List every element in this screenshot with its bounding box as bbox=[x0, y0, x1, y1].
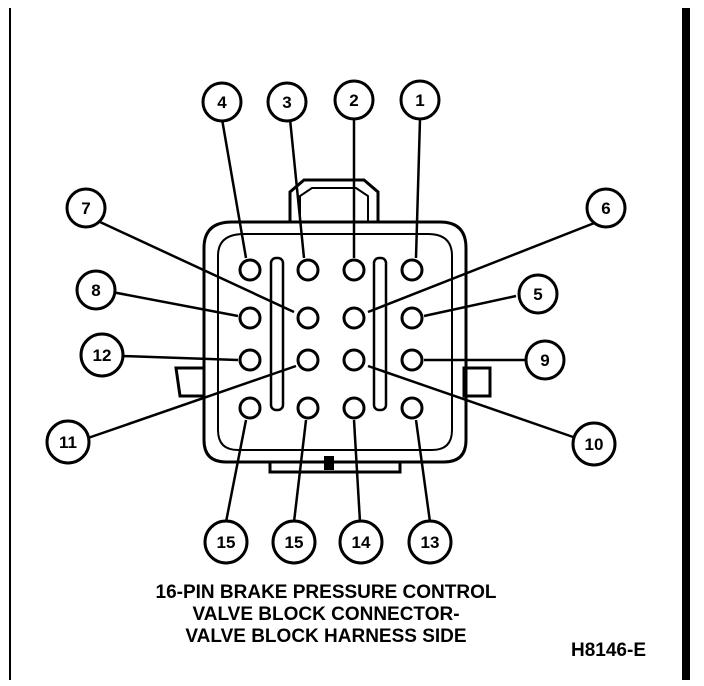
pin-socket bbox=[238, 396, 262, 420]
svg-text:3: 3 bbox=[282, 93, 291, 112]
svg-text:15: 15 bbox=[285, 533, 304, 552]
pin-callout-15b: 15 bbox=[271, 519, 317, 565]
pin-callout-13: 13 bbox=[407, 519, 453, 565]
right-border-bar bbox=[682, 8, 690, 680]
pin-callout-9: 9 bbox=[524, 339, 566, 381]
pin-socket bbox=[400, 396, 424, 420]
pin-callout-5: 5 bbox=[517, 273, 559, 315]
pin-callout-11: 11 bbox=[45, 419, 91, 465]
leader-lines bbox=[87, 118, 603, 523]
svg-text:13: 13 bbox=[421, 533, 440, 552]
svg-text:6: 6 bbox=[601, 199, 610, 218]
pin-socket bbox=[296, 306, 320, 330]
pin-socket bbox=[238, 306, 262, 330]
pin-sockets bbox=[238, 258, 424, 420]
svg-text:1: 1 bbox=[415, 91, 424, 110]
svg-text:10: 10 bbox=[585, 435, 604, 454]
pin-socket bbox=[342, 396, 366, 420]
pin-callout-6: 6 bbox=[585, 187, 627, 229]
pin-callout-7: 7 bbox=[65, 187, 107, 229]
caption-line-2: VALVE BLOCK CONNECTOR- bbox=[192, 604, 459, 625]
svg-text:7: 7 bbox=[81, 199, 90, 218]
pin-socket bbox=[296, 258, 320, 282]
figure-id: H8146-E bbox=[571, 640, 646, 661]
pin-callout-10: 10 bbox=[571, 421, 617, 467]
pin-callout-12: 12 bbox=[79, 332, 125, 378]
pin-socket bbox=[342, 258, 366, 282]
svg-text:11: 11 bbox=[59, 433, 77, 452]
pin-socket bbox=[342, 306, 366, 330]
pin-socket bbox=[342, 348, 366, 372]
svg-text:9: 9 bbox=[540, 351, 549, 370]
pin-callout-2: 2 bbox=[333, 79, 375, 121]
left-border-line bbox=[9, 8, 11, 680]
pin-callout-4: 4 bbox=[201, 81, 243, 123]
pin-socket bbox=[400, 306, 424, 330]
svg-text:5: 5 bbox=[533, 285, 542, 304]
pin-callout-14: 14 bbox=[338, 519, 384, 565]
pin-socket bbox=[296, 396, 320, 420]
pin-callout-1: 1 bbox=[399, 79, 441, 121]
svg-text:2: 2 bbox=[349, 91, 358, 110]
pin-socket bbox=[238, 258, 262, 282]
pin-socket bbox=[238, 348, 262, 372]
svg-text:12: 12 bbox=[93, 346, 112, 365]
pin-callout-15a: 15 bbox=[203, 519, 249, 565]
pin-socket bbox=[400, 258, 424, 282]
pin-callout-3: 3 bbox=[266, 81, 308, 123]
svg-text:15: 15 bbox=[217, 533, 236, 552]
caption-line-1: 16-PIN BRAKE PRESSURE CONTROL bbox=[156, 582, 497, 603]
caption-line-3: VALVE BLOCK HARNESS SIDE bbox=[185, 626, 466, 647]
pin-socket bbox=[400, 348, 424, 372]
pin-callout-8: 8 bbox=[75, 269, 117, 311]
connector-housing bbox=[174, 178, 492, 474]
svg-text:8: 8 bbox=[91, 281, 100, 300]
svg-text:14: 14 bbox=[352, 533, 371, 552]
pin-socket bbox=[296, 348, 320, 372]
svg-text:4: 4 bbox=[217, 93, 227, 112]
